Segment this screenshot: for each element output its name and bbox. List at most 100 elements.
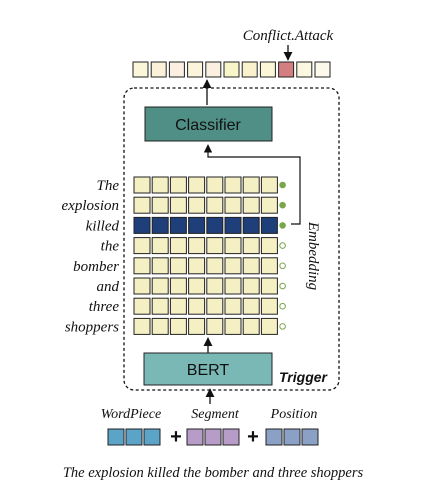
embedding-to-classifier-arrow [203, 144, 301, 225]
embedding-cell [151, 257, 169, 275]
token-label: The [97, 178, 120, 194]
bert-label: BERT [187, 362, 230, 379]
embedding-cell [133, 257, 151, 275]
input-embedding-blocks [107, 428, 319, 446]
embedding-dot [279, 262, 286, 270]
embedding-dot [279, 242, 286, 249]
embedding-cell-highlight [188, 216, 206, 234]
embedding-cell [151, 297, 169, 315]
segment-cell [222, 428, 240, 446]
embedding-cell-highlight [133, 216, 151, 234]
embedding-cell [224, 176, 242, 194]
output-cell-highlight [278, 61, 295, 78]
output-cell [187, 61, 204, 78]
embedding-cell [188, 237, 206, 255]
classifier-box [144, 106, 273, 142]
embedding-cell [260, 317, 278, 335]
embedding-dot [279, 181, 286, 189]
output-cell [296, 61, 313, 78]
segment-cell [186, 428, 204, 446]
embedding-cell [260, 237, 278, 255]
position-label: Position [270, 407, 318, 422]
embedding-cell-highlight [224, 216, 242, 234]
wordpiece-cell [143, 428, 161, 446]
position-cell [283, 428, 301, 446]
token-labels: Theexplosionkilledthebomberandthreeshopp… [62, 178, 120, 335]
embedding-cell [242, 196, 260, 214]
embedding-cell [242, 277, 260, 295]
embedding-cell [133, 317, 151, 335]
token-label: killed [86, 218, 120, 234]
output-cell [205, 61, 222, 78]
embedding-cell [188, 317, 206, 335]
embedding-cell [242, 317, 260, 335]
embedding-cell [133, 176, 151, 194]
embedding-cell [169, 297, 187, 315]
token-label: shoppers [65, 319, 119, 335]
embedding-cell [151, 277, 169, 295]
embedding-cell [169, 277, 187, 295]
embedding-cell [188, 277, 206, 295]
embedding-cell [151, 317, 169, 335]
embedding-cell [133, 237, 151, 255]
embedding-cell [224, 317, 242, 335]
embedding-cell [260, 297, 278, 315]
embedding-cell [169, 257, 187, 275]
embedding-cell [188, 257, 206, 275]
embedding-cell [242, 237, 260, 255]
embedding-cell [169, 317, 187, 335]
bert-box [143, 352, 273, 386]
embedding-cell [206, 257, 224, 275]
embedding-cell [206, 196, 224, 214]
input-sentence: The explosion killed the bomber and thre… [63, 465, 364, 481]
embedding-cell [206, 277, 224, 295]
output-cell [314, 61, 331, 78]
embedding-cell [224, 196, 242, 214]
embedding-cell [169, 196, 187, 214]
embedding-cell [224, 237, 242, 255]
embedding-cell [206, 317, 224, 335]
embedding-dot [279, 302, 286, 310]
embedding-cell [188, 297, 206, 315]
plus-sign-1: + [170, 426, 182, 448]
embedding-cell [242, 176, 260, 194]
embedding-cell-highlight [151, 216, 169, 234]
wordpiece-cell [125, 428, 143, 446]
position-cell [301, 428, 319, 446]
embedding-cell [206, 237, 224, 255]
embedding-cell [206, 176, 224, 194]
embedding-cell [151, 196, 169, 214]
output-cell [132, 61, 149, 78]
classifier-label: Classifier [175, 117, 241, 134]
embedding-cell [188, 176, 206, 194]
embedding-cell [169, 176, 187, 194]
output-cell [241, 61, 258, 78]
output-label: Conflict.Attack [243, 28, 334, 44]
embedding-cell [133, 277, 151, 295]
embedding-cell-highlight [206, 216, 224, 234]
plus-sign-2: + [247, 426, 259, 448]
embedding-cell [133, 297, 151, 315]
wordpiece-cell [107, 428, 125, 446]
output-cell [150, 61, 167, 78]
token-label: the [101, 239, 120, 255]
trigger-container [123, 87, 340, 391]
embedding-cell [151, 237, 169, 255]
token-label: three [89, 299, 120, 315]
embedding-cell [260, 257, 278, 275]
embedding-dot [279, 201, 286, 209]
token-label: and [97, 279, 120, 295]
embedding-cell [242, 297, 260, 315]
output-vector [132, 61, 331, 78]
embedding-cell [260, 277, 278, 295]
output-cell [259, 61, 276, 78]
embedding-dot [279, 222, 286, 229]
embedding-grid [133, 176, 286, 335]
embedding-cell [260, 176, 278, 194]
token-label: explosion [62, 198, 120, 214]
embedding-cell [224, 257, 242, 275]
embedding-dot [279, 282, 286, 290]
embedding-cell [169, 237, 187, 255]
wordpiece-label: WordPiece [101, 407, 161, 422]
